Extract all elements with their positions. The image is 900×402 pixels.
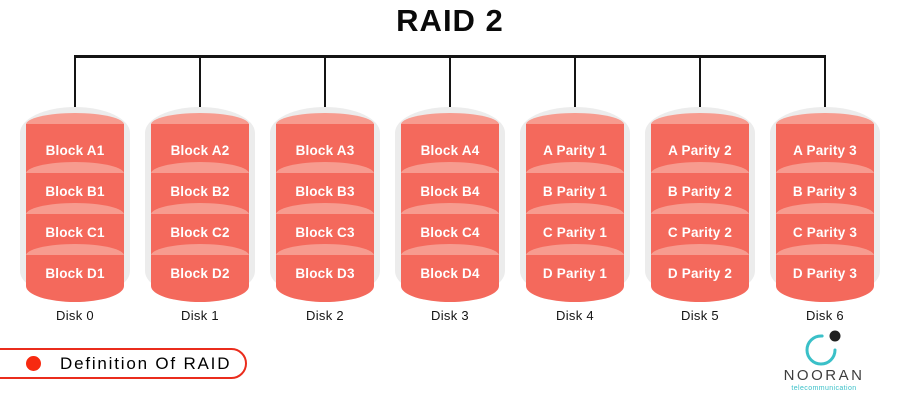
- disk-block-label: C Parity 1: [542, 225, 608, 240]
- disk-block: Block A2: [151, 113, 249, 176]
- disk-cylinder: Block A4 Block B4 Block C4 Block D4: [395, 107, 505, 302]
- disk-cylinder: Block A3 Block B3 Block C3 Block D3: [270, 107, 380, 302]
- disk-column-1: Block A2 Block B2 Block C2 Block D2 Disk…: [145, 56, 255, 323]
- disk-block: Block B1: [26, 162, 124, 217]
- disk-name-label: Disk 4: [556, 308, 594, 323]
- page-title: RAID 2: [396, 3, 504, 38]
- disk-block: Block C4: [401, 203, 499, 258]
- connector-line: [699, 56, 701, 107]
- disk-cylinder: A Parity 2 B Parity 2 C Parity 2 D Parit…: [645, 107, 755, 302]
- disk-column-6: A Parity 3 B Parity 3 C Parity 3 D Parit…: [770, 56, 880, 323]
- disk-block: Block A4: [401, 113, 499, 176]
- disk-block-label: D Parity 1: [542, 266, 608, 281]
- disk-column-5: A Parity 2 B Parity 2 C Parity 2 D Parit…: [645, 56, 755, 323]
- disk-block-label: B Parity 3: [792, 184, 858, 199]
- disk-block-label: Block B2: [170, 184, 230, 199]
- disk-column-3: Block A4 Block B4 Block C4 Block D4 Disk…: [395, 56, 505, 323]
- disk-cylinder: Block A2 Block B2 Block C2 Block D2: [145, 107, 255, 302]
- logo-circle-icon: [805, 330, 841, 366]
- connector-line: [74, 56, 76, 107]
- disk-block-label: Block A1: [45, 143, 105, 158]
- disk-block-label: Block B1: [45, 184, 105, 199]
- disk-block-label: Block D2: [170, 266, 230, 281]
- nooran-logo: NOORAN telecommunication: [772, 329, 876, 392]
- logo-tagline: telecommunication: [791, 385, 857, 392]
- disk-cylinder: Block A1 Block B1 Block C1 Block D1: [20, 107, 130, 302]
- disk-block-label: B Parity 2: [667, 184, 733, 199]
- disk-block-label: B Parity 1: [542, 184, 608, 199]
- disk-block-label: Block A2: [170, 143, 230, 158]
- disk-block-label: D Parity 3: [792, 266, 858, 281]
- definition-label: Definition Of RAID: [60, 353, 232, 373]
- disk-block: B Parity 2: [651, 162, 749, 217]
- disks-row: Block A1 Block B1 Block C1 Block D1 Disk…: [20, 56, 880, 323]
- disk-block: Block A3: [276, 113, 374, 176]
- disk-block: Block C3: [276, 203, 374, 258]
- disk-block-label: Block C4: [420, 225, 480, 240]
- disk-column-2: Block A3 Block B3 Block C3 Block D3 Disk…: [270, 56, 380, 323]
- disk-block-label: C Parity 2: [667, 225, 733, 240]
- disk-block: A Parity 1: [526, 113, 624, 176]
- disk-block: Block C1: [26, 203, 124, 258]
- connector-line: [574, 56, 576, 107]
- disk-block: D Parity 3: [776, 244, 874, 302]
- disk-column-0: Block A1 Block B1 Block C1 Block D1 Disk…: [20, 56, 130, 323]
- disk-block-label: Block B4: [420, 184, 480, 199]
- disk-column-4: A Parity 1 B Parity 1 C Parity 1 D Parit…: [520, 56, 630, 323]
- disk-block: B Parity 3: [776, 162, 874, 217]
- bullet-icon: [26, 356, 41, 371]
- disk-block-label: Block C1: [45, 225, 105, 240]
- disk-name-label: Disk 2: [306, 308, 344, 323]
- definition-pill: Definition Of RAID: [0, 348, 247, 379]
- connector-line: [199, 56, 201, 107]
- disk-block-label: D Parity 2: [667, 266, 733, 281]
- disk-block: C Parity 1: [526, 203, 624, 258]
- disk-block-label: Block D3: [295, 266, 355, 281]
- disk-block: Block D2: [151, 244, 249, 302]
- disk-block: Block C2: [151, 203, 249, 258]
- disk-block-label: C Parity 3: [792, 225, 858, 240]
- disk-block: Block D4: [401, 244, 499, 302]
- disk-block-label: Block A4: [420, 143, 480, 158]
- disk-name-label: Disk 1: [181, 308, 219, 323]
- logo-name: NOORAN: [783, 367, 865, 384]
- disk-block: Block B2: [151, 162, 249, 217]
- disk-block: Block B4: [401, 162, 499, 217]
- disk-block: Block B3: [276, 162, 374, 217]
- disk-block: C Parity 2: [651, 203, 749, 258]
- disk-block: D Parity 1: [526, 244, 624, 302]
- disk-block-label: Block C3: [295, 225, 355, 240]
- disk-name-label: Disk 5: [681, 308, 719, 323]
- disk-block-label: A Parity 3: [793, 143, 857, 158]
- disk-block: B Parity 1: [526, 162, 624, 217]
- disk-block: A Parity 3: [776, 113, 874, 176]
- disk-cylinder: A Parity 1 B Parity 1 C Parity 1 D Parit…: [520, 107, 630, 302]
- disk-block-label: A Parity 2: [668, 143, 732, 158]
- disk-block-label: Block D4: [420, 266, 480, 281]
- connector-line: [824, 56, 826, 107]
- disk-block-label: Block D1: [45, 266, 105, 281]
- disk-block: Block A1: [26, 113, 124, 176]
- disk-name-label: Disk 0: [56, 308, 94, 323]
- connector-line: [324, 56, 326, 107]
- disk-block: Block D1: [26, 244, 124, 302]
- connector-line: [449, 56, 451, 107]
- disk-block-label: A Parity 1: [543, 143, 607, 158]
- disk-block: D Parity 2: [651, 244, 749, 302]
- disk-block-label: Block A3: [295, 143, 355, 158]
- disk-name-label: Disk 6: [806, 308, 844, 323]
- disk-block: A Parity 2: [651, 113, 749, 176]
- disk-cylinder: A Parity 3 B Parity 3 C Parity 3 D Parit…: [770, 107, 880, 302]
- disk-block-label: Block C2: [170, 225, 230, 240]
- disk-name-label: Disk 3: [431, 308, 469, 323]
- disk-block: Block D3: [276, 244, 374, 302]
- disk-block-label: Block B3: [295, 184, 355, 199]
- disk-block: C Parity 3: [776, 203, 874, 258]
